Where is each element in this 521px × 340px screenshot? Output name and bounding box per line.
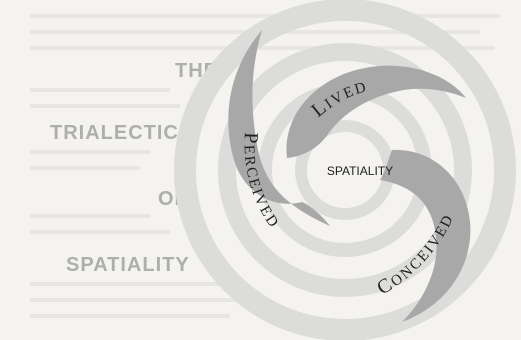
center-spatiality-label: SPATIALITY xyxy=(327,164,393,178)
